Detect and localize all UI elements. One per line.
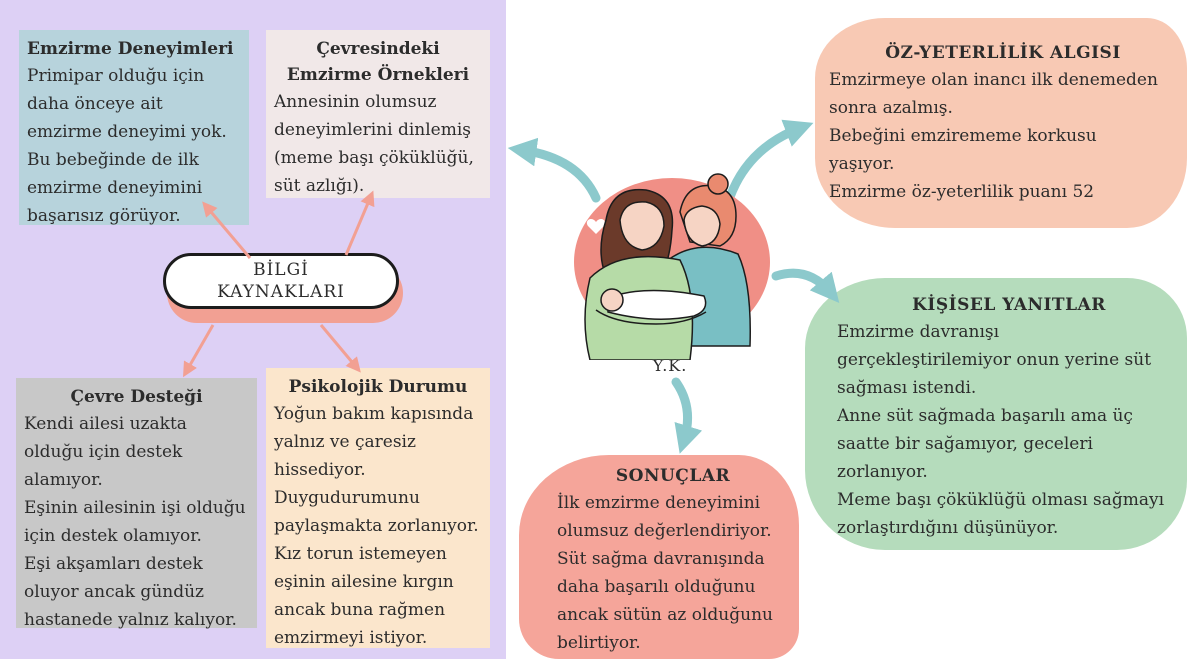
arrow-to-results <box>671 377 703 454</box>
arrow-to-left-panel <box>507 137 601 203</box>
arrow-to-examples <box>344 190 375 256</box>
box-line: süt azlığı). <box>274 176 365 196</box>
blob-line: Bebeğini emzirememe korkusu <box>829 126 1097 146</box>
box-title-line1: Çevresindeki <box>316 39 440 59</box>
info-sources-node: BİLGİ KAYNAKLARI <box>163 253 407 323</box>
box-line: Annesinin olumsuz <box>274 92 437 112</box>
patient-label: Y.K. <box>652 356 688 375</box>
arrow-to-psychological <box>319 324 361 373</box>
blob-line: saatte bir sağamıyor, geceleri <box>837 434 1093 454</box>
blob-line: yaşıyor. <box>829 154 895 174</box>
blob-title: ÖZ-YETERLİLİK ALGISI <box>885 43 1121 63</box>
blob-line: Süt sağma davranışında <box>557 549 765 569</box>
arrow-to-experience <box>202 201 252 259</box>
pill-title-line1: BİLGİ <box>253 260 309 280</box>
blob-line: sonra azalmış. <box>829 98 953 118</box>
heart-icon <box>586 219 606 234</box>
box-line: eşinin ailesine kırgın <box>274 572 454 592</box>
pill-title-line2: KAYNAKLARI <box>217 282 345 302</box>
box-line: Kendi ailesi uzakta <box>24 414 187 434</box>
blob-line: gerçekleştirilemiyor onun yerine süt <box>837 350 1152 370</box>
box-title: Emzirme Deneyimleri <box>27 39 234 59</box>
box-line: emzirmeyi istiyor. <box>274 628 428 648</box>
blob-line: Emzirme öz-yeterlilik puanı 52 <box>829 182 1095 202</box>
blob-line: zorlaştırdığını düşünüyor. <box>837 518 1059 538</box>
blob-line: İlk emzirme deneyimini <box>557 493 761 513</box>
blob-line: daha başarılı olduğunu <box>557 577 756 597</box>
box-title: Psikolojik Durumu <box>288 377 468 397</box>
box-line: deneyimlerini dinlemiş <box>274 120 472 140</box>
info-sources-pill: BİLGİ KAYNAKLARI <box>163 253 399 309</box>
box-line: Yoğun bakım kapısında <box>274 404 474 424</box>
blob-line: zorlanıyor. <box>837 462 928 482</box>
blob-line: Anne süt sağmada başarılı ama üç <box>837 406 1133 426</box>
blob-line: olumsuz değerlendiriyor. <box>557 521 772 541</box>
arrow-to-personal-responses <box>771 268 840 303</box>
box-line: daha önceye ait <box>27 94 163 114</box>
personal-responses-blob: KİŞİSEL YANITLAR Emzirme davranışı gerçe… <box>805 278 1187 550</box>
box-line: alamıyor. <box>24 470 103 490</box>
box-line: paylaşmakta zorlanıyor. <box>274 516 479 536</box>
box-line: oluyor ancak gündüz <box>24 582 205 602</box>
blob-line: Meme başı çöküklüğü olması sağmayı <box>837 490 1165 510</box>
blob-line: ancak sütün az olduğunu <box>557 605 773 625</box>
box-line: ancak buna rağmen <box>274 600 446 620</box>
psychological-state-box: Psikolojik Durumu Yoğun bakım kapısında … <box>266 368 490 648</box>
breastfeeding-examples-box: Çevresindeki Emzirme Örnekleri Annesinin… <box>266 30 490 198</box>
box-line: hissediyor. <box>274 460 366 480</box>
box-line: emzirme deneyimini <box>27 178 203 198</box>
blob-line: sağması istendi. <box>837 378 977 398</box>
box-line: Eşinin ailesinin işi olduğu <box>24 498 246 518</box>
box-line: için destek olamıyor. <box>24 526 202 546</box>
box-line: yalnız ve çaresiz <box>274 432 416 452</box>
box-line: başarısız görüyor. <box>27 206 181 226</box>
box-line: (meme başı çöküklüğü, <box>274 148 474 168</box>
blob-line: Emzirme davranışı <box>837 322 1000 342</box>
box-line: Bu bebeğinde de ilk <box>27 150 199 170</box>
blob-title: SONUÇLAR <box>615 466 731 486</box>
breastfeeding-experience-box: Emzirme Deneyimleri Primipar olduğu için… <box>19 30 249 226</box>
self-efficacy-blob: ÖZ-YETERLİLİK ALGISI Emzirmeye olan inan… <box>815 18 1187 228</box>
box-line: Kız torun istemeyen <box>274 544 447 564</box>
environmental-support-box: Çevre Desteği Kendi ailesi uzakta olduğu… <box>16 378 257 630</box>
arrow-to-support <box>183 324 215 378</box>
results-blob: SONUÇLAR İlk emzirme deneyimini olumsuz … <box>519 455 799 659</box>
arrow-to-self-efficacy <box>725 119 814 202</box>
box-line: Primipar olduğu için <box>27 66 205 86</box>
box-line: emzirme deneyimi yok. <box>27 122 227 142</box>
box-title-line2: Emzirme Örnekleri <box>286 65 470 85</box>
box-title: Çevre Desteği <box>70 387 203 407</box>
box-line: Duygudurumunu <box>274 488 420 508</box>
box-line: olduğu için destek <box>24 442 183 462</box>
box-line: Eşi akşamları destek <box>24 554 203 574</box>
blob-line: belirtiyor. <box>557 633 641 653</box>
mother-nurse-illustration <box>574 173 770 360</box>
box-line: hastanede yalnız kalıyor. <box>24 610 237 630</box>
blob-title: KİŞİSEL YANITLAR <box>912 295 1106 315</box>
blob-line: Emzirmeye olan inancı ilk denemeden <box>829 70 1158 90</box>
